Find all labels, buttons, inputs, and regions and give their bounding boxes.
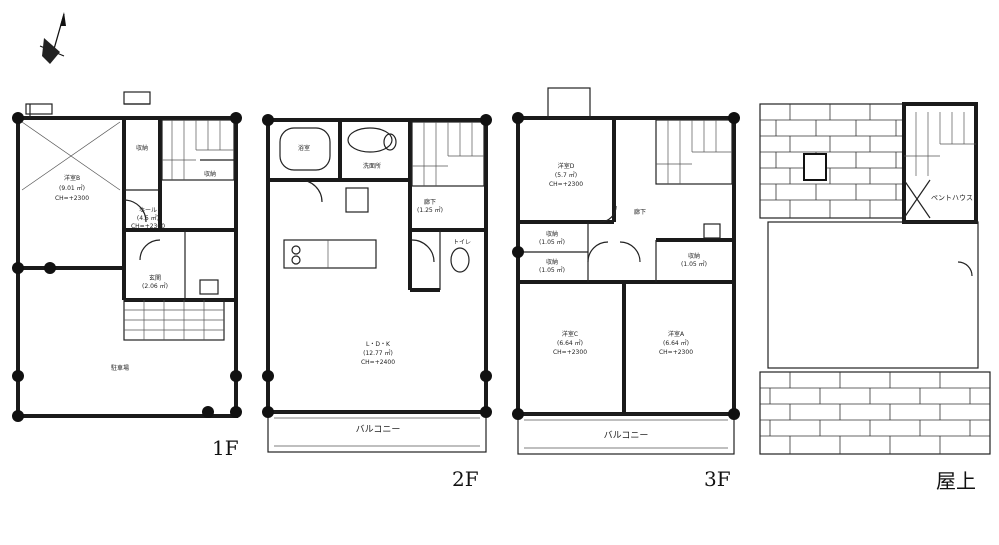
floor-label-roof: 屋上: [936, 469, 976, 493]
room-label-1f-closet-a: 収納: [136, 144, 148, 152]
room-size-3f-closet-1: (1.05 ㎡): [539, 238, 565, 246]
room-label-2f-ldk: L・D・K: [366, 341, 391, 348]
staircase-1f: [161, 119, 235, 181]
room-label-2f-balcony: バルコニー: [356, 424, 401, 435]
room-size-3f-western-a: (6.64 ㎡): [663, 339, 689, 347]
room-label-1f-closet-b: 収納: [204, 170, 216, 178]
room-ch-1f-western-b: CH=+2300: [55, 195, 89, 202]
room-size-3f-western-c: (6.64 ㎡): [557, 339, 583, 347]
room-label-1f-parking: 駐車場: [111, 364, 129, 372]
staircase-roof: [904, 112, 976, 176]
room-size-1f-entrance: (2.06 ㎡): [142, 282, 168, 290]
room-label-3f-balcony: バルコニー: [604, 430, 649, 441]
north-arrow-icon: [39, 12, 66, 64]
room-label-3f-western-a: 洋室A: [668, 330, 685, 338]
room-size-1f-hall: (4.5 ㎡): [137, 214, 159, 222]
staircase-2f: [411, 121, 485, 187]
room-size-2f-hall: (1.25 ㎡): [417, 206, 443, 214]
room-label-2f-hall: 廊下: [424, 198, 436, 206]
room-label-3f-western-c: 洋室C: [562, 330, 578, 338]
room-label-3f-closet-2: 収納: [546, 258, 558, 266]
room-label-1f-hall: ホール: [139, 207, 157, 214]
room-size-3f-closet-3: (1.05 ㎡): [681, 260, 707, 268]
room-size-3f-western-d: (5.7 ㎡): [555, 171, 577, 179]
room-label-1f-western-b: 洋室B: [64, 174, 80, 182]
room-label-2f-washroom: 洗面所: [363, 162, 381, 170]
room-ch-3f-western-a: CH=+2300: [659, 349, 693, 356]
floor-plan-1f: [12, 91, 242, 422]
floor-plan-2f: [262, 114, 492, 453]
room-ch-2f-ldk: CH=+2400: [361, 359, 395, 366]
room-label-3f-western-d: 洋室D: [558, 162, 575, 170]
room-label-1f-entrance: 玄関: [149, 274, 161, 282]
floor-plan-roof: [759, 102, 991, 455]
entrance-steps-1f: [123, 299, 225, 341]
room-ch-3f-western-d: CH=+2300: [549, 181, 583, 188]
room-label-3f-closet-3: 収納: [688, 252, 700, 260]
room-size-1f-western-b: (9.01 ㎡): [59, 184, 85, 192]
room-label-2f-toilet: トイレ: [453, 239, 471, 246]
room-ch-1f-hall: CH=+2300: [131, 223, 165, 230]
staircase-3f: [655, 119, 733, 185]
floor-label-1f: 1F: [212, 436, 239, 460]
room-size-2f-ldk: (12.77 ㎡): [363, 349, 393, 357]
floor-plan-3f: [512, 87, 740, 455]
room-label-2f-bath: 浴室: [298, 144, 310, 152]
room-ch-3f-western-c: CH=+2300: [553, 349, 587, 356]
room-label-roof-penthouse: ペントハウス: [931, 194, 973, 202]
room-size-3f-closet-2: (1.05 ㎡): [539, 266, 565, 274]
room-label-3f-closet-1: 収納: [546, 230, 558, 238]
floor-label-2f: 2F: [452, 467, 479, 491]
room-label-3f-hall: 廊下: [634, 208, 646, 216]
floor-label-3f: 3F: [704, 467, 731, 491]
